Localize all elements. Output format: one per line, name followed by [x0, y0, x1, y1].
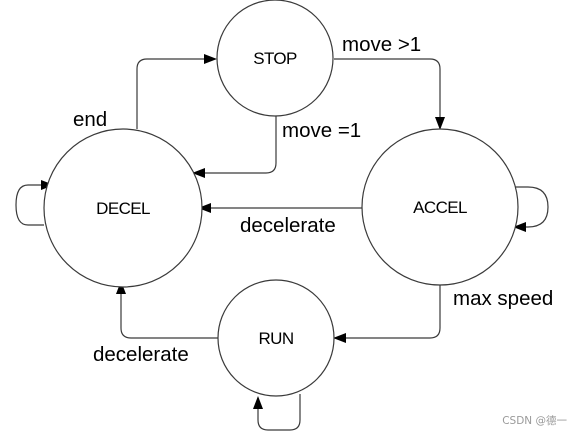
label-move-gt-1: move >1 [342, 33, 421, 56]
label-max-speed: max speed [453, 287, 553, 310]
edge-decel-to-stop [136, 58, 207, 129]
state-run: RUN [217, 279, 335, 397]
label-end: end [73, 108, 107, 131]
state-decel-circle [43, 128, 203, 288]
arrowhead-run-self-loop [253, 396, 263, 409]
edge-run-to-decel [120, 293, 219, 339]
edge-accel-to-run [345, 285, 441, 339]
arrowhead-decel-to-stop [204, 54, 217, 64]
state-decel: DECEL [43, 128, 203, 288]
state-stop-circle [216, 0, 334, 117]
state-accel: ACCEL [361, 128, 519, 286]
state-run-label: RUN [258, 329, 293, 348]
state-decel-label: DECEL [96, 199, 150, 218]
arrowhead-stop-to-decel [192, 168, 205, 178]
arrowhead-accel-self-loop [513, 222, 526, 232]
arrowhead-stop-to-accel [435, 117, 445, 130]
arrowhead-accel-to-run [333, 333, 346, 343]
edge-decel-self-loop [15, 184, 44, 226]
state-stop-label: STOP [253, 49, 297, 68]
edge-run-self-loop [257, 394, 301, 431]
state-stop: STOP [216, 0, 334, 117]
state-accel-circle [361, 128, 519, 286]
edge-stop-to-accel [334, 58, 441, 118]
label-decelerate-run: decelerate [93, 343, 189, 366]
state-accel-label: ACCEL [413, 198, 467, 217]
label-decelerate-accel: decelerate [240, 214, 336, 237]
edge-accel-self-loop [514, 186, 549, 228]
edge-stop-to-decel [203, 115, 277, 174]
label-move-eq-1: move =1 [282, 119, 361, 142]
arrowhead-accel-to-decel [198, 203, 211, 213]
watermark-text: CSDN @德一 [502, 414, 567, 427]
state-run-circle [217, 279, 335, 397]
